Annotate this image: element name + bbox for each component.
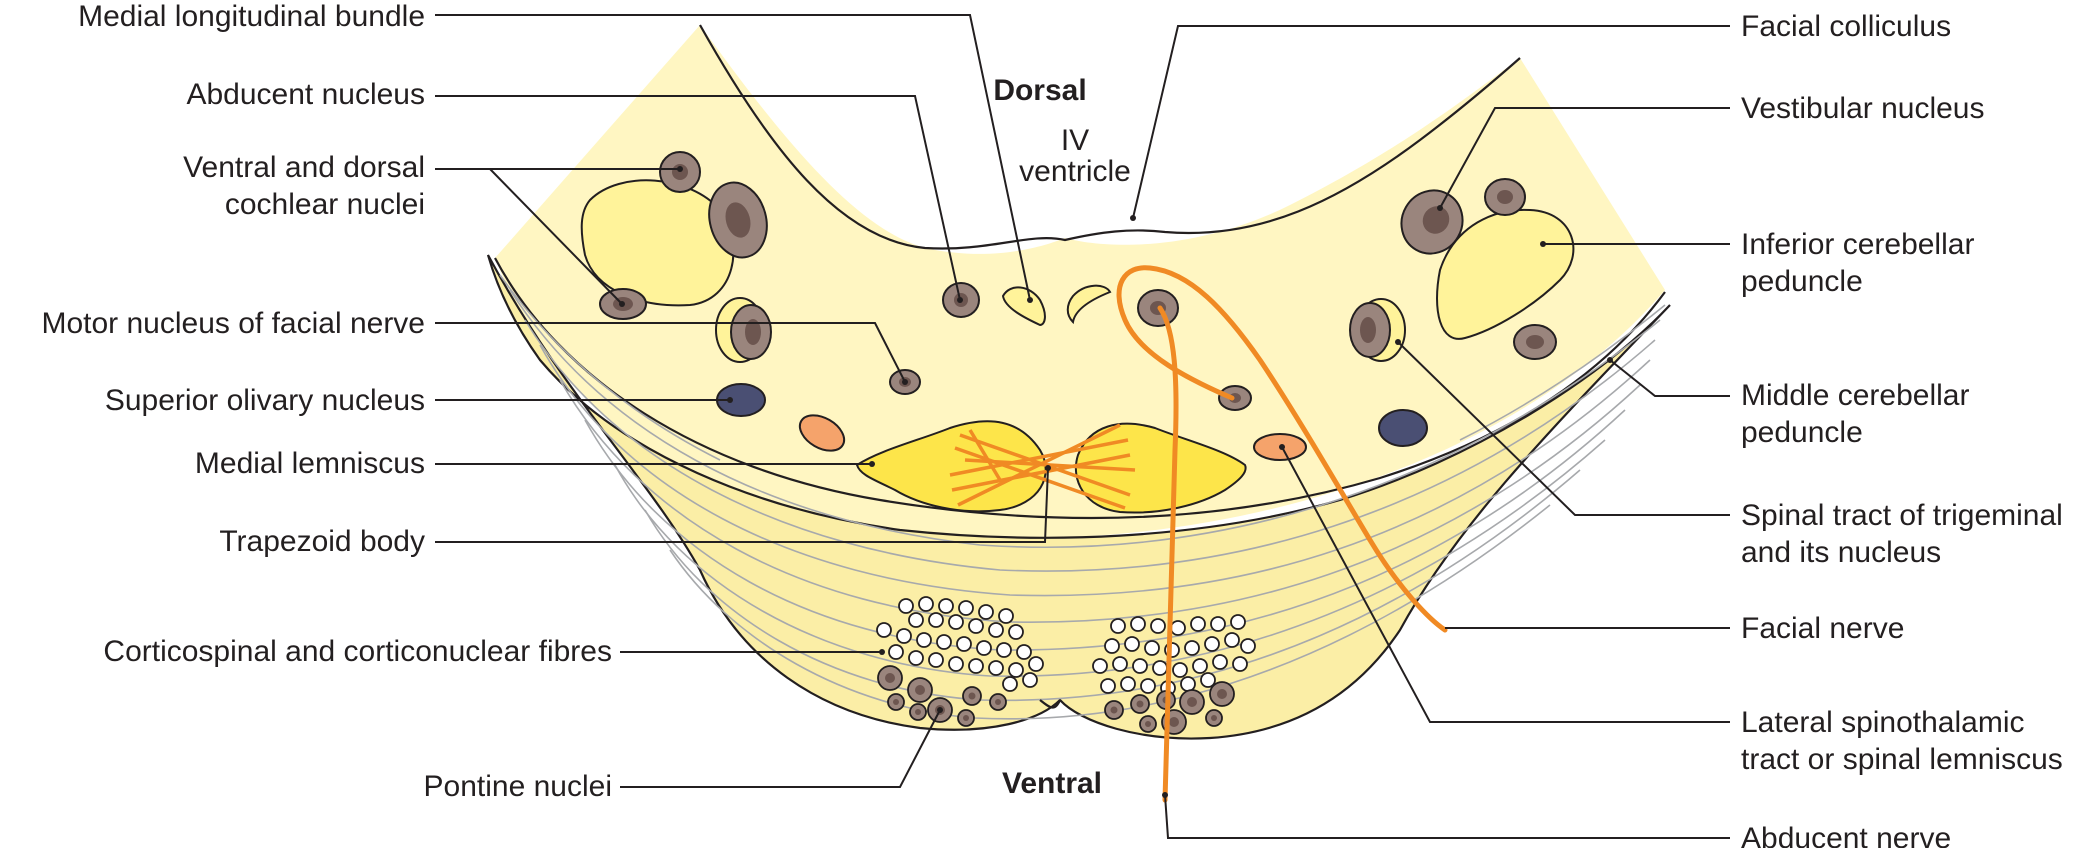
label-motor-nucleus-facial: Motor nucleus of facial nerve xyxy=(41,307,425,340)
mlf-left xyxy=(1001,286,1046,327)
corticospinal-right xyxy=(1092,614,1256,696)
right-labels: Facial colliculus Vestibular nucleus Inf… xyxy=(1741,10,2063,848)
nerve-paths xyxy=(1116,265,1448,803)
medial-longitudinal-bundles xyxy=(1001,284,1112,327)
trapezoid-body-fibres xyxy=(949,423,1136,510)
label-medial-longitudinal-bundle: Medial longitudinal bundle xyxy=(78,0,425,33)
label-pontine-nuclei: Pontine nuclei xyxy=(424,770,612,803)
label-inferior-cerebellar-line2: peduncle xyxy=(1741,265,1863,298)
superior-olivary-nucleus-right xyxy=(1378,409,1428,447)
pontine-nuclei-cluster-left xyxy=(877,665,1007,727)
spinothalamic-left xyxy=(798,414,846,452)
label-facial-nerve: Facial nerve xyxy=(1741,612,1904,645)
label-lateral-spinothalamic-line1: Lateral spinothalamic xyxy=(1741,706,2025,739)
orientation-labels: Dorsal IV ventricle Ventral xyxy=(993,74,1131,800)
corticospinal-fibre-bundles xyxy=(876,596,1256,735)
label-trapezoid-body: Trapezoid body xyxy=(219,525,425,558)
label-inferior-cerebellar-line1: Inferior cerebellar xyxy=(1741,228,1974,261)
label-superior-olivary: Superior olivary nucleus xyxy=(105,384,425,417)
corticospinal-left xyxy=(876,596,1044,692)
dorsal-label: Dorsal xyxy=(993,74,1086,107)
ventricle-label-line2: ventricle xyxy=(1019,155,1131,188)
label-spinal-tract-line2: and its nucleus xyxy=(1741,536,1941,569)
label-cochlear-nuclei-line1: Ventral and dorsal xyxy=(183,151,425,184)
label-facial-colliculus: Facial colliculus xyxy=(1741,10,1951,43)
inferior-cerebellar-peduncle-right xyxy=(1436,208,1575,340)
medial-lemniscus-group xyxy=(855,420,1247,514)
label-medial-lemniscus: Medial lemniscus xyxy=(195,447,425,480)
tegmentum-tissue xyxy=(495,24,1665,539)
transverse-fibres xyxy=(499,274,1666,720)
label-middle-cerebellar-line2: peduncle xyxy=(1741,416,1863,449)
ventricle-label-line1: IV xyxy=(1061,124,1089,157)
mlf-right xyxy=(1066,284,1112,325)
ventral-notch xyxy=(1039,699,1062,709)
label-abducent-nerve: Abducent nerve xyxy=(1741,822,1951,848)
dorsal-outline xyxy=(699,24,1521,250)
label-vestibular-nucleus: Vestibular nucleus xyxy=(1741,92,1985,125)
ventral-label: Ventral xyxy=(1002,767,1102,800)
label-lateral-spinothalamic-line2: tract or spinal lemniscus xyxy=(1741,743,2063,776)
leader-lines-left xyxy=(435,14,1051,788)
left-labels: Medial longitudinal bundle Abducent nucl… xyxy=(41,0,612,803)
tegmentum-fill xyxy=(495,25,1665,539)
label-corticospinal: Corticospinal and corticonuclear fibres xyxy=(103,635,612,668)
facial-nerve-path xyxy=(1116,265,1448,633)
right-nuclei xyxy=(1137,178,1575,461)
label-abducent-nucleus: Abducent nucleus xyxy=(186,78,425,111)
label-spinal-tract-line1: Spinal tract of trigeminal xyxy=(1741,499,2063,532)
abducent-nerve-path xyxy=(1157,305,1179,803)
label-middle-cerebellar-line1: Middle cerebellar xyxy=(1741,379,1969,412)
leader-lines-right xyxy=(1130,25,1730,839)
left-nuclei xyxy=(580,151,980,452)
label-cochlear-nuclei-line2: cochlear nuclei xyxy=(225,188,425,221)
